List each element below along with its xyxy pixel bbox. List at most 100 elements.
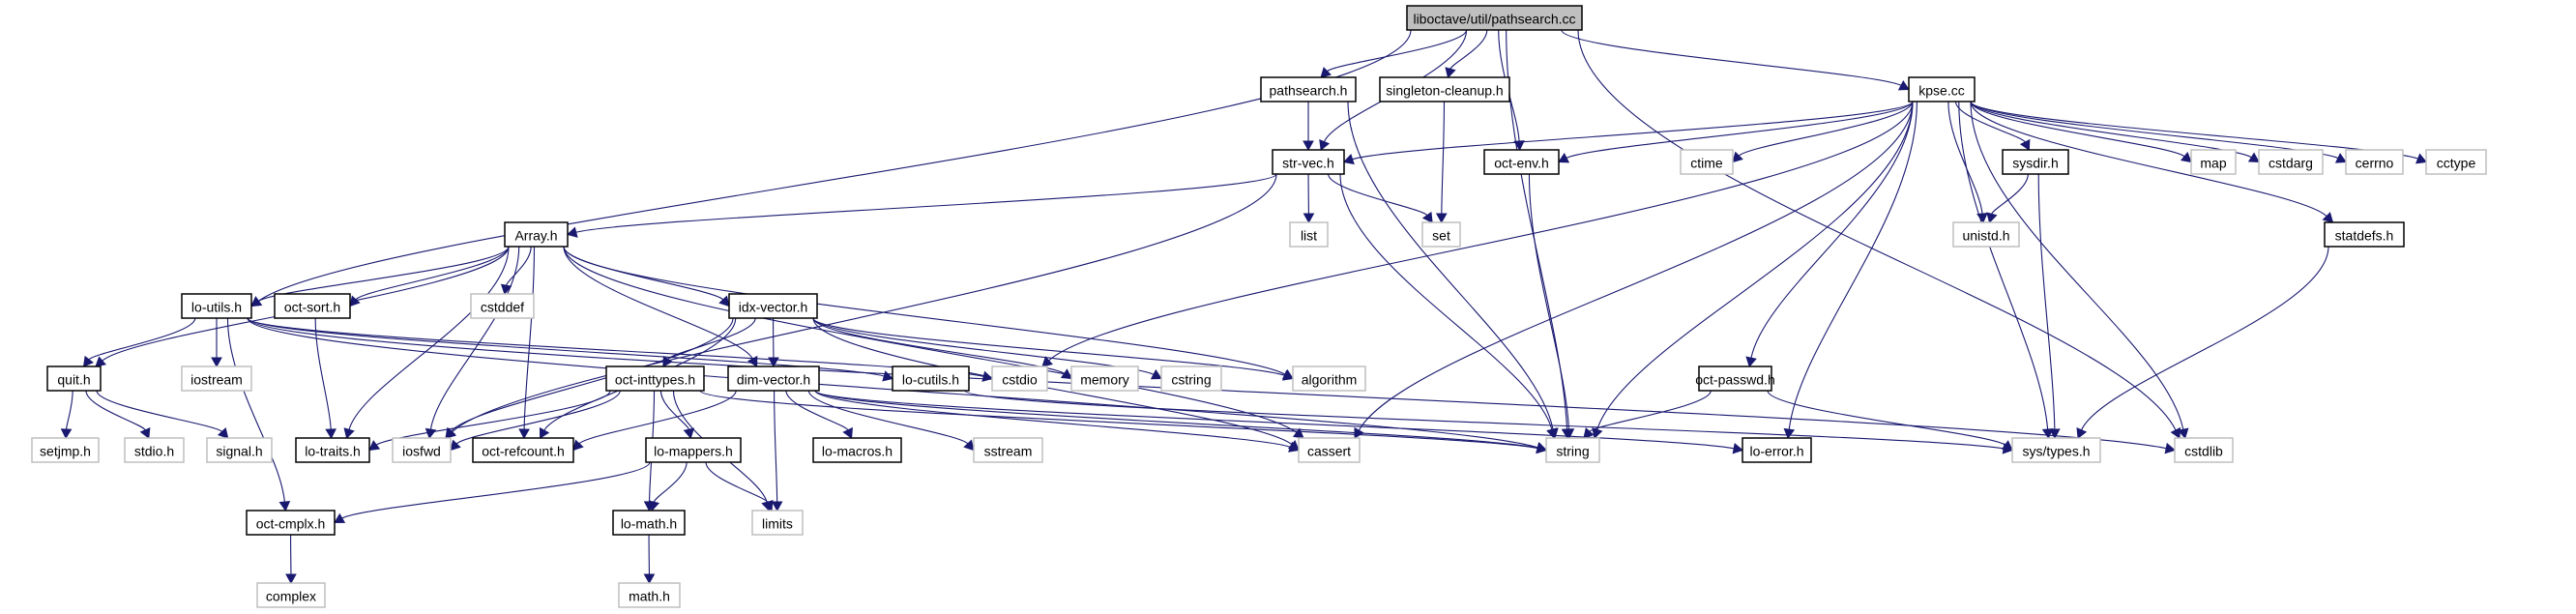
node-label: cstddef xyxy=(481,300,524,315)
node-lo-traits-h[interactable]: lo-traits.h xyxy=(295,437,370,463)
node-singleton-cleanup-h[interactable]: singleton-cleanup.h xyxy=(1379,76,1510,102)
node-box xyxy=(470,293,535,319)
node-box xyxy=(812,437,902,463)
node-lo-utils-h[interactable]: lo-utils.h xyxy=(181,293,252,319)
node-cerrno: cerrno xyxy=(2345,149,2404,175)
node-idx-vector-h[interactable]: idx-vector.h xyxy=(728,293,818,319)
edge-kpse-cc-to-lo-error-h xyxy=(1788,101,1917,430)
arrowhead-icon xyxy=(648,500,660,512)
arrowhead-icon xyxy=(1986,212,1998,223)
node-label: oct-cmplx.h xyxy=(256,516,326,532)
arrowhead-icon xyxy=(2048,428,2061,440)
node-label: cstring xyxy=(1171,372,1211,388)
node-sysdir-h[interactable]: sysdir.h xyxy=(2002,149,2069,175)
node-label: algorithm xyxy=(1302,372,1358,388)
node-label: cstdio xyxy=(1002,372,1038,388)
edge-oct-inttypes-h-to-string xyxy=(699,390,1538,450)
node-oct-cmplx-h[interactable]: oct-cmplx.h xyxy=(246,510,336,536)
edge-oct-sort-h-to-lo-traits-h xyxy=(314,317,332,430)
node-sstream: sstream xyxy=(973,437,1043,463)
node-label: stdio.h xyxy=(134,444,174,459)
node-set: set xyxy=(1421,221,1461,248)
node-array-h[interactable]: Array.h xyxy=(504,221,569,248)
node-liboctave-util-pathsearch-cc[interactable]: liboctave/util/pathsearch.cc xyxy=(1406,5,1583,31)
node-lo-mappers-h[interactable]: lo-mappers.h xyxy=(645,437,742,463)
arrowhead-icon xyxy=(2019,138,2031,151)
node-lo-error-h[interactable]: lo-error.h xyxy=(1742,437,1812,463)
node-str-vec-h[interactable]: str-vec.h xyxy=(1272,149,1345,175)
edge-array-h-to-oct-refcount-h xyxy=(523,246,536,430)
edge-array-h-to-algorithm xyxy=(563,246,1286,375)
arrowhead-icon xyxy=(1303,140,1314,152)
node-label: quit.h xyxy=(57,372,90,388)
edge-array-h-to-cstddef xyxy=(505,246,532,286)
arrowhead-icon xyxy=(1783,427,1796,440)
node-label: oct-env.h xyxy=(1494,156,1549,171)
node-label: complex xyxy=(266,589,316,604)
node-oct-sort-h[interactable]: oct-sort.h xyxy=(274,293,351,319)
node-label: math.h xyxy=(629,589,670,604)
edge-dim-vector-h-to-lo-macros-h xyxy=(785,390,849,431)
node-oct-inttypes-h[interactable]: oct-inttypes.h xyxy=(605,365,705,392)
arrowhead-icon xyxy=(82,355,94,367)
node-label: liboctave/util/pathsearch.cc xyxy=(1413,12,1575,27)
node-box xyxy=(2324,221,2405,248)
node-oct-refcount-h[interactable]: oct-refcount.h xyxy=(472,437,574,463)
edge-array-h-to-oct-sort-h xyxy=(355,246,510,301)
edge-dim-vector-h-to-limits xyxy=(774,390,778,503)
arrowhead-icon xyxy=(1732,151,1743,163)
node-label: cerrno xyxy=(2356,156,2394,171)
node-lo-math-h[interactable]: lo-math.h xyxy=(612,510,686,536)
node-label: oct-inttypes.h xyxy=(615,372,695,388)
node-signal-h: signal.h xyxy=(206,437,273,463)
arrowhead-icon xyxy=(1513,140,1525,152)
node-pathsearch-h[interactable]: pathsearch.h xyxy=(1260,76,1357,102)
arrowhead-icon xyxy=(2178,427,2189,440)
node-label: oct-sort.h xyxy=(284,300,340,315)
edge-root-to-cstdlib xyxy=(1577,29,2177,431)
arrowhead-icon xyxy=(1303,213,1315,224)
arrowhead-icon xyxy=(1319,138,1331,151)
arrowhead-icon xyxy=(1745,356,1757,368)
arrowhead-icon xyxy=(139,426,151,439)
node-oct-passwd-h[interactable]: oct-passwd.h xyxy=(1695,365,1775,392)
edge-array-h-to-cassert xyxy=(563,246,1298,433)
node-complex: complex xyxy=(256,582,326,608)
node-box xyxy=(181,365,252,392)
node-statdefs-h[interactable]: statdefs.h xyxy=(2324,221,2405,248)
node-kpse-cc[interactable]: kpse.cc xyxy=(1908,76,1976,102)
arrowhead-icon xyxy=(95,356,107,367)
node-label: lo-mappers.h xyxy=(654,444,733,459)
node-lo-macros-h[interactable]: lo-macros.h xyxy=(812,437,902,463)
edge-array-h-to-lo-traits-h xyxy=(348,246,510,430)
node-algorithm: algorithm xyxy=(1292,365,1366,392)
arrowhead-icon xyxy=(217,427,229,439)
arrowhead-icon xyxy=(1445,67,1456,78)
node-label: map xyxy=(2200,156,2226,171)
arrowhead-icon xyxy=(500,283,512,296)
arrowhead-icon xyxy=(768,357,779,368)
node-box xyxy=(1698,365,1772,392)
node-lo-cutils-h[interactable]: lo-cutils.h xyxy=(892,365,970,392)
arrowhead-icon xyxy=(1536,442,1548,453)
node-label: lo-math.h xyxy=(621,516,677,532)
node-box xyxy=(1742,437,1812,463)
node-box xyxy=(1070,365,1139,392)
node-quit-h[interactable]: quit.h xyxy=(46,365,102,392)
node-oct-env-h[interactable]: oct-env.h xyxy=(1483,149,1560,175)
arrowhead-icon xyxy=(572,439,584,452)
arrowhead-icon xyxy=(2180,151,2192,163)
edge-lo-cutils-h-to-sys-types-h xyxy=(964,390,2005,450)
node-label: cassert xyxy=(1307,444,1351,459)
edge-idx-vector-h-to-memory xyxy=(812,317,1065,374)
node-box xyxy=(1160,365,1222,392)
node-box xyxy=(612,510,686,536)
arrowhead-icon xyxy=(1150,368,1162,380)
node-box xyxy=(1292,365,1366,392)
arrowhead-icon xyxy=(334,512,346,524)
node-cassert: cassert xyxy=(1298,437,1361,463)
edge-kpse-cc-to-unistd-h xyxy=(1947,101,1983,215)
edge-oct-inttypes-h-to-lo-traits-h xyxy=(375,390,611,446)
node-dim-vector-h[interactable]: dim-vector.h xyxy=(727,365,820,392)
